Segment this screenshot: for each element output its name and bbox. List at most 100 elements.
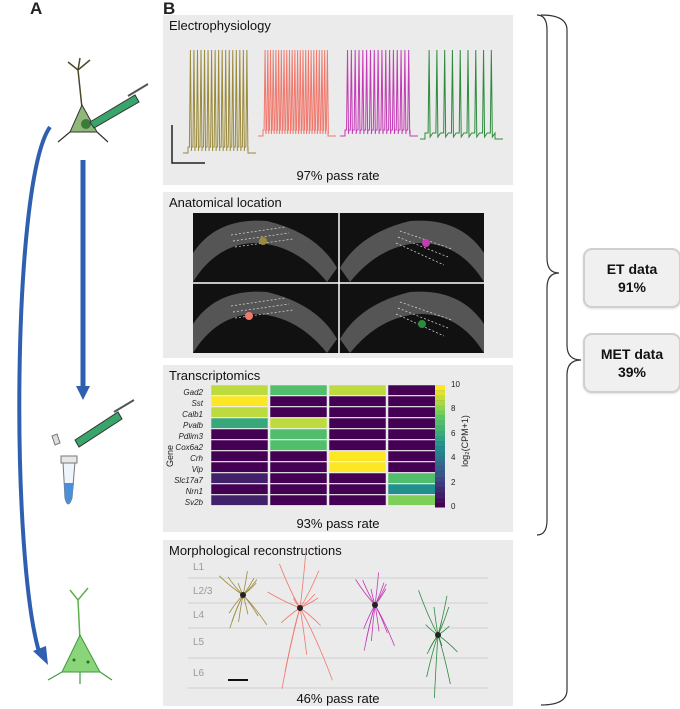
- colorbar-segment: [435, 430, 445, 437]
- ephys-traces: [171, 49, 503, 164]
- heatmap-cell: [328, 439, 387, 451]
- colorbar-segment: [435, 476, 445, 482]
- heatmap-cell: [211, 483, 269, 495]
- filled-neuron-icon: [47, 587, 113, 684]
- morphology-panel: Morphological reconstructions L1 L2/3 L4…: [163, 540, 513, 706]
- workflow-illustration: [17, 57, 149, 684]
- ephys-trace: [258, 49, 336, 137]
- colorbar-segment: [435, 487, 445, 493]
- colorbar-segment: [435, 420, 445, 426]
- gene-label: Calb1: [182, 410, 203, 419]
- heatmap-cell: [211, 450, 269, 462]
- gene-label: Sst: [191, 399, 203, 408]
- cell-location-dot: [418, 320, 426, 328]
- met-data-value: 39%: [617, 364, 647, 380]
- layer-label: L6: [193, 668, 205, 679]
- heatmap-cell: [269, 494, 328, 506]
- brain-section-tile: [340, 220, 484, 282]
- heatmap-cell: [269, 395, 328, 407]
- brain-section-tile: [340, 291, 484, 353]
- morphology-pass-rate: 46% pass rate: [296, 691, 380, 706]
- layer-label: L5: [193, 637, 205, 648]
- heatmap-cell: [211, 406, 269, 418]
- ephys-title: Electrophysiology: [169, 18, 271, 33]
- colorbar-segment: [435, 471, 445, 477]
- heatmap-cell: [211, 494, 269, 506]
- et-data-summary: ET data 91%: [583, 248, 680, 308]
- ephys-pass-rate: 97% pass rate: [296, 168, 380, 183]
- brain-section-grid: [193, 213, 484, 353]
- anatomy-title: Anatomical location: [169, 195, 282, 210]
- colorbar-segment: [435, 451, 445, 457]
- colorbar-tick: 10: [451, 380, 460, 389]
- heatmap-cell: [269, 450, 328, 462]
- colorbar-tick: 2: [451, 478, 456, 487]
- gene-label: Pvalb: [182, 421, 203, 430]
- grouping-braces: [536, 14, 582, 706]
- met-data-summary: MET data 39%: [583, 333, 680, 393]
- met-data-title: MET data: [600, 346, 664, 362]
- colorbar-segment: [435, 497, 445, 503]
- heatmap-cell: [211, 472, 269, 484]
- colorbar-segment: [435, 395, 445, 401]
- heatmap-cell: [269, 439, 328, 451]
- heatmap-cell: [269, 461, 328, 473]
- colorbar-segment: [435, 446, 445, 452]
- anatomy-panel: Anatomical location: [163, 192, 513, 358]
- cell-location-dot: [259, 237, 267, 245]
- gene-labels: Gad2 Sst Calb1 Pvalb Pdlim3 Cox6a2 Crh V…: [163, 386, 203, 516]
- curved-arrow: [17, 125, 52, 656]
- colorbar-segment: [435, 390, 445, 396]
- cell-location-dot: [422, 239, 430, 247]
- colorbar-segment: [435, 415, 445, 421]
- heatmap-cell: [211, 428, 269, 440]
- transcriptomics-title: Transcriptomics: [169, 368, 261, 383]
- gene-label: Vip: [191, 465, 203, 474]
- colorbar-segment: [435, 466, 445, 472]
- ephys-trace: [340, 49, 418, 137]
- gene-label: Gad2: [183, 388, 203, 397]
- heatmap-cell: [211, 395, 269, 407]
- colorbar-segment: [435, 410, 445, 416]
- gene-label: Sv2b: [184, 498, 203, 507]
- heatmap-cell: [328, 472, 387, 484]
- ephys-scale-bar: [171, 125, 205, 164]
- gene-label: Cox6a2: [175, 443, 203, 452]
- colorbar-segment: [435, 492, 445, 498]
- patched-neuron-icon: [57, 57, 149, 143]
- colorbar-segment: [435, 456, 445, 462]
- expression-heatmap: [211, 385, 446, 508]
- morphology-reconstructions: [188, 550, 488, 699]
- gene-label: Crh: [190, 454, 203, 463]
- brain-section-tile: [193, 220, 337, 282]
- heatmap-cell: [211, 461, 269, 473]
- sample-tube-icon: [51, 399, 135, 505]
- neuron-reconstruction: [218, 571, 268, 629]
- colorbar-segment: [435, 502, 445, 508]
- colorbar-segment: [435, 405, 445, 411]
- colorbar-tick: 4: [451, 453, 456, 462]
- layer-label: L1: [193, 562, 205, 573]
- morphology-title: Morphological reconstructions: [169, 543, 342, 558]
- heatmap-cell: [269, 385, 328, 396]
- colorbar-segment: [435, 481, 445, 488]
- neuron-reconstruction: [355, 572, 395, 651]
- colorbar-tick: 8: [451, 404, 456, 413]
- colorbar-segment: [435, 436, 445, 442]
- heatmap-cell: [269, 472, 328, 484]
- heatmap-cell: [211, 439, 269, 451]
- gene-axis-label: Gene: [165, 444, 176, 468]
- heatmap-cell: [328, 385, 387, 396]
- ephys-trace: [420, 49, 503, 140]
- electrophysiology-panel: Electrophysiology 97% pass rate: [163, 15, 513, 185]
- et-data-value: 91%: [617, 279, 647, 295]
- panel-label-a: A: [30, 0, 43, 18]
- heatmap-cell: [211, 385, 269, 396]
- colorbar-segment: [435, 441, 445, 447]
- heatmap-cell: [269, 428, 328, 440]
- heatmap-cell: [328, 494, 387, 506]
- colorbar-segment: [435, 385, 445, 391]
- heatmap-cell: [328, 450, 387, 462]
- gene-label: Pdlim3: [178, 432, 203, 441]
- colorbar-segment: [435, 461, 445, 467]
